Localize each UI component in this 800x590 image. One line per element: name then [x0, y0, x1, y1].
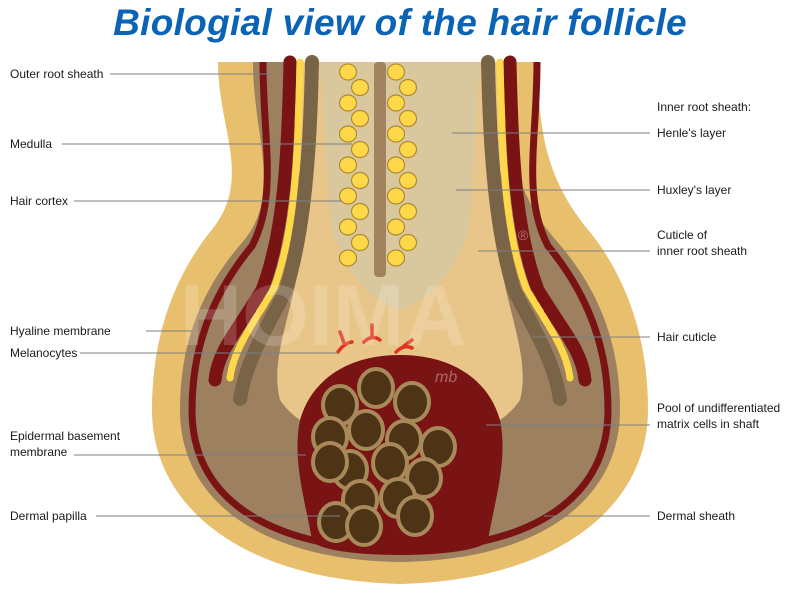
- hair-cuticle-left: [233, 55, 319, 407]
- label-outer-root-sheath: Outer root sheath: [10, 67, 104, 81]
- medulla-cell: [398, 109, 418, 128]
- melanocyte: [336, 330, 354, 354]
- label-pool-line1: Pool of undifferentiated: [657, 401, 781, 415]
- papilla-cell: [393, 381, 431, 423]
- label-inner-root-sheath: Inner root sheath:: [657, 100, 752, 114]
- medulla-cell: [338, 63, 358, 81]
- medulla-cell: [386, 187, 406, 205]
- medulla-cell: [398, 140, 418, 159]
- papilla-cell: [371, 442, 409, 484]
- label-dermal-papilla: Dermal papilla: [10, 509, 87, 523]
- medulla-cell: [386, 249, 406, 267]
- medulla-cell: [386, 218, 406, 236]
- hair-cuticle-right: [481, 55, 567, 407]
- watermark-registered: ®: [518, 227, 529, 243]
- melanocyte: [394, 338, 414, 354]
- papilla-cell: [311, 441, 349, 483]
- label-melanocytes: Melanocytes: [10, 346, 78, 360]
- henles-layer-right: [503, 55, 592, 387]
- papilla-cell: [357, 367, 395, 409]
- medulla: [374, 62, 386, 277]
- medulla-cell: [386, 63, 406, 81]
- label-hair-cortex: Hair cortex: [10, 194, 69, 208]
- medulla-cell: [398, 171, 418, 190]
- medulla-cell: [338, 249, 358, 267]
- watermark-small: mb: [435, 369, 457, 386]
- medulla-cell: [350, 78, 370, 97]
- medulla-cell: [338, 94, 358, 112]
- medulla-cells: [338, 63, 418, 267]
- huxleys-layer-right: [496, 58, 574, 382]
- papilla-cell: [405, 457, 443, 499]
- medulla-cell: [398, 78, 418, 97]
- label-medulla: Medulla: [10, 137, 53, 151]
- medulla-cell: [398, 233, 418, 252]
- label-huxleys-layer: Huxley's layer: [657, 183, 732, 197]
- label-epidermal-line2: membrane: [10, 445, 68, 459]
- leader-lines: [62, 73, 650, 517]
- medulla-cell: [350, 109, 370, 128]
- watermark-text: HOIMA: [180, 268, 467, 364]
- label-hair-cuticle: Hair cuticle: [657, 330, 717, 344]
- medulla-cell: [338, 218, 358, 236]
- papilla-cell: [396, 495, 434, 537]
- henles-layer-left: [208, 55, 297, 387]
- medulla-cell: [350, 202, 370, 221]
- label-dermal-sheath: Dermal sheath: [657, 509, 736, 523]
- label-cuticle-line1: Cuticle of: [657, 228, 708, 242]
- medulla-cell: [338, 156, 358, 174]
- label-pool-line2: matrix cells in shaft: [657, 417, 760, 431]
- huxleys-layer-left: [226, 58, 304, 382]
- melanocytes: [336, 323, 414, 354]
- papilla-cell: [345, 505, 383, 547]
- medulla-cell: [398, 202, 418, 221]
- medulla-cell: [386, 156, 406, 174]
- label-hyaline-membrane: Hyaline membrane: [10, 324, 111, 338]
- label-henles-layer: Henle's layer: [657, 126, 726, 140]
- medulla-cell: [386, 125, 406, 143]
- medulla-cell: [350, 171, 370, 190]
- medulla-cell: [386, 94, 406, 112]
- medulla-cell: [350, 140, 370, 159]
- medulla-cell: [338, 187, 358, 205]
- papilla-cell: [347, 409, 385, 451]
- label-epidermal-line1: Epidermal basement: [10, 429, 121, 443]
- papilla-cells: [311, 367, 457, 547]
- label-cuticle-line2: inner root sheath: [657, 244, 748, 258]
- medulla-cell: [338, 125, 358, 143]
- melanocyte: [362, 323, 382, 344]
- medulla-cell: [350, 233, 370, 252]
- page-title: Biologial view of the hair follicle: [113, 2, 687, 43]
